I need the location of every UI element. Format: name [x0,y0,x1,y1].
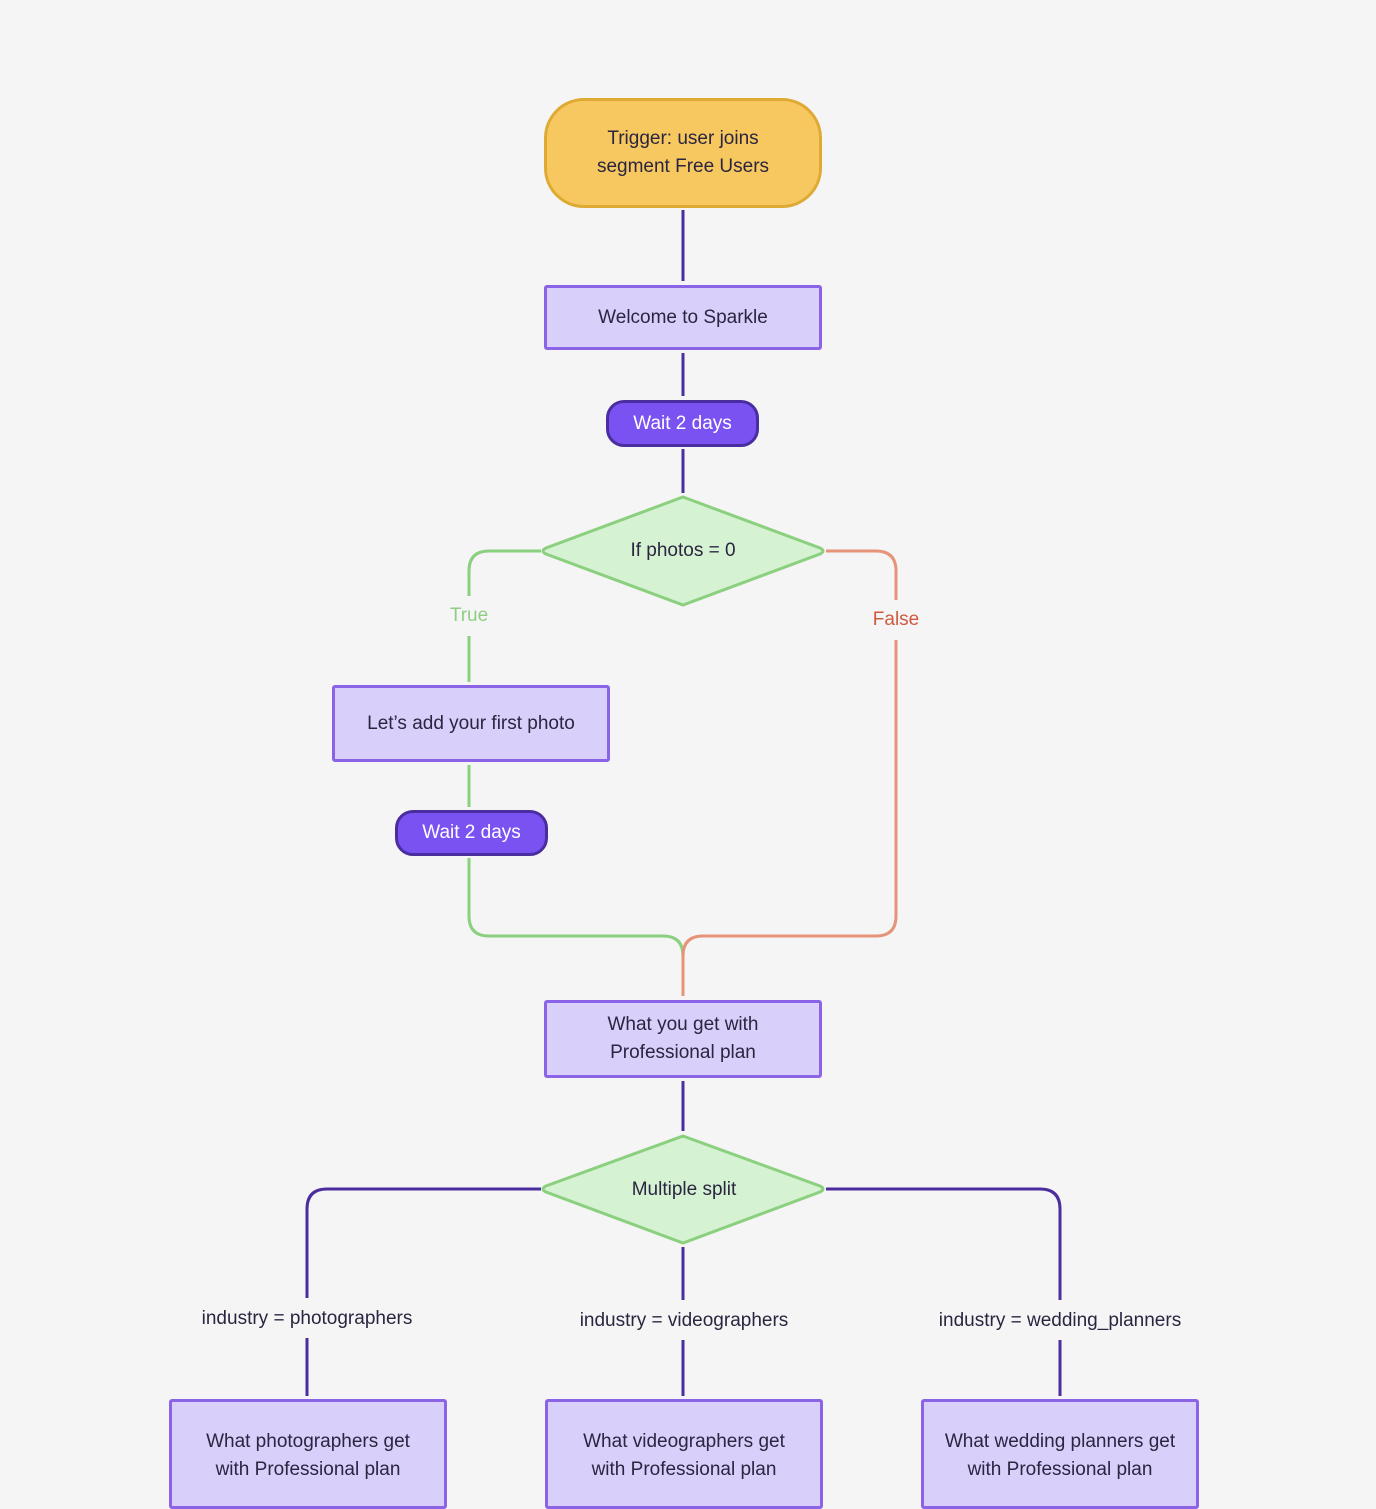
email-label-welcome: Welcome to Sparkle [598,306,768,328]
condition-photos-label: If photos = 0 [630,540,736,561]
false-branch-label: False [872,609,920,630]
email-node-wedding-planners[interactable]: What wedding planners get with Professio… [921,1399,1199,1509]
multiple-split-label: Multiple split [631,1179,737,1200]
connector-false-branch-lower [681,640,898,996]
trigger-node[interactable]: Trigger: user joins segment Free Users [544,98,822,208]
email-label-videographers-line2: with Professional plan [591,1459,777,1480]
email-label-professional-line1: What you get with [607,1014,759,1035]
email-label-videographers-line1: What videographers get [583,1431,785,1452]
connector-false-branch-upper [826,549,898,600]
email-node-videographers[interactable]: What videographers get with Professional… [545,1399,823,1509]
wait-node-1[interactable]: Wait 2 days [606,400,759,447]
email-label-photographers-line2: with Professional plan [215,1459,401,1480]
connector-split-left-upper [305,1187,541,1298]
email-label-first-photo: Let’s add your first photo [367,712,575,734]
wait-node-2[interactable]: Wait 2 days [395,810,548,856]
connector-true-branch-upper [467,549,541,596]
email-node-photographers[interactable]: What photographers get with Professional… [169,1399,447,1509]
split-condition-videographers: industry = videographers [579,1310,789,1331]
true-branch-label: True [449,605,489,626]
trigger-label-line2: segment Free Users [596,156,770,177]
condition-diamond-multiple-split [541,1134,825,1245]
trigger-label-line1: Trigger: user joins [607,128,759,149]
email-label-wedding-planners-line1: What wedding planners get [944,1431,1176,1452]
connector-split-right-upper [826,1187,1062,1300]
email-node-first-photo[interactable]: Let’s add your first photo [332,685,610,762]
wait-label-2: Wait 2 days [422,822,521,843]
email-label-professional-line2: Professional plan [610,1042,756,1063]
condition-diamond-photos [541,495,825,607]
connector-true-wait-to-merge [467,858,685,957]
wait-label-1: Wait 2 days [633,412,732,434]
email-label-photographers-line1: What photographers get [206,1431,410,1452]
email-node-welcome[interactable]: Welcome to Sparkle [544,285,822,350]
split-condition-wedding-planners: industry = wedding_planners [938,1310,1182,1331]
email-node-professional[interactable]: What you get with Professional plan [544,1000,822,1078]
email-label-wedding-planners-line2: with Professional plan [967,1459,1153,1480]
split-condition-photographers: industry = photographers [201,1308,413,1329]
